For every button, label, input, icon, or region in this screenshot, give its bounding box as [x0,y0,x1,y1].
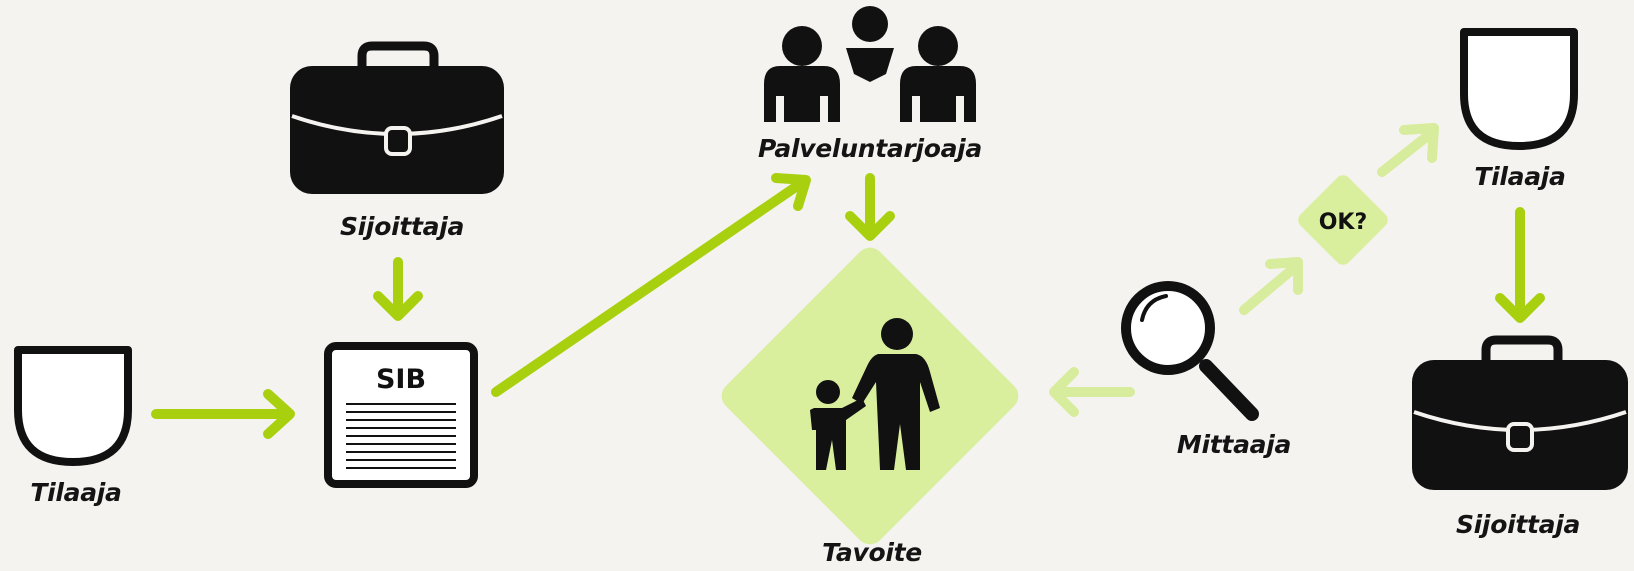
arrow-sijoittaja-to-sib [373,257,423,321]
people-group-icon [764,6,976,122]
ok-diamond [1298,175,1388,265]
arrow-ok-to-tilaaja [1377,123,1439,177]
arrow-sib-to-palveluntarjoaja [491,173,811,397]
label-palveluntarjoaja: Palveluntarjoaja [758,134,982,163]
briefcase-icon [290,41,504,194]
tavoite-diamond [721,247,1019,545]
briefcase-icon [1412,335,1628,490]
label-mittaaja: Mittaaja [1176,430,1292,459]
sib-title: SIB [376,364,426,395]
magnifier-icon [1121,281,1259,421]
label-tilaaja-left: Tilaaja [30,478,122,507]
document-icon [324,342,478,488]
shield-icon [14,346,132,466]
label-sijoittaja-right: Sijoittaja [1455,510,1581,539]
arrow-tilaaja-to-sijoittaja [1495,207,1545,323]
label-sijoittaja-left: Sijoittaja [339,212,465,241]
arrow-mittaaja-to-tavoite [1049,367,1135,417]
label-tavoite: Tavoite [822,538,922,567]
label-tilaaja-right: Tilaaja [1474,162,1566,191]
arrow-mittaaja-to-ok [1239,257,1303,315]
arrow-tilaaja-to-sib [151,389,295,439]
parent-child-icon [810,318,940,470]
arrow-palveluntarjoaja-to-tavoite [845,173,895,241]
shield-icon [1460,28,1578,150]
ok-label: OK? [1319,210,1368,235]
